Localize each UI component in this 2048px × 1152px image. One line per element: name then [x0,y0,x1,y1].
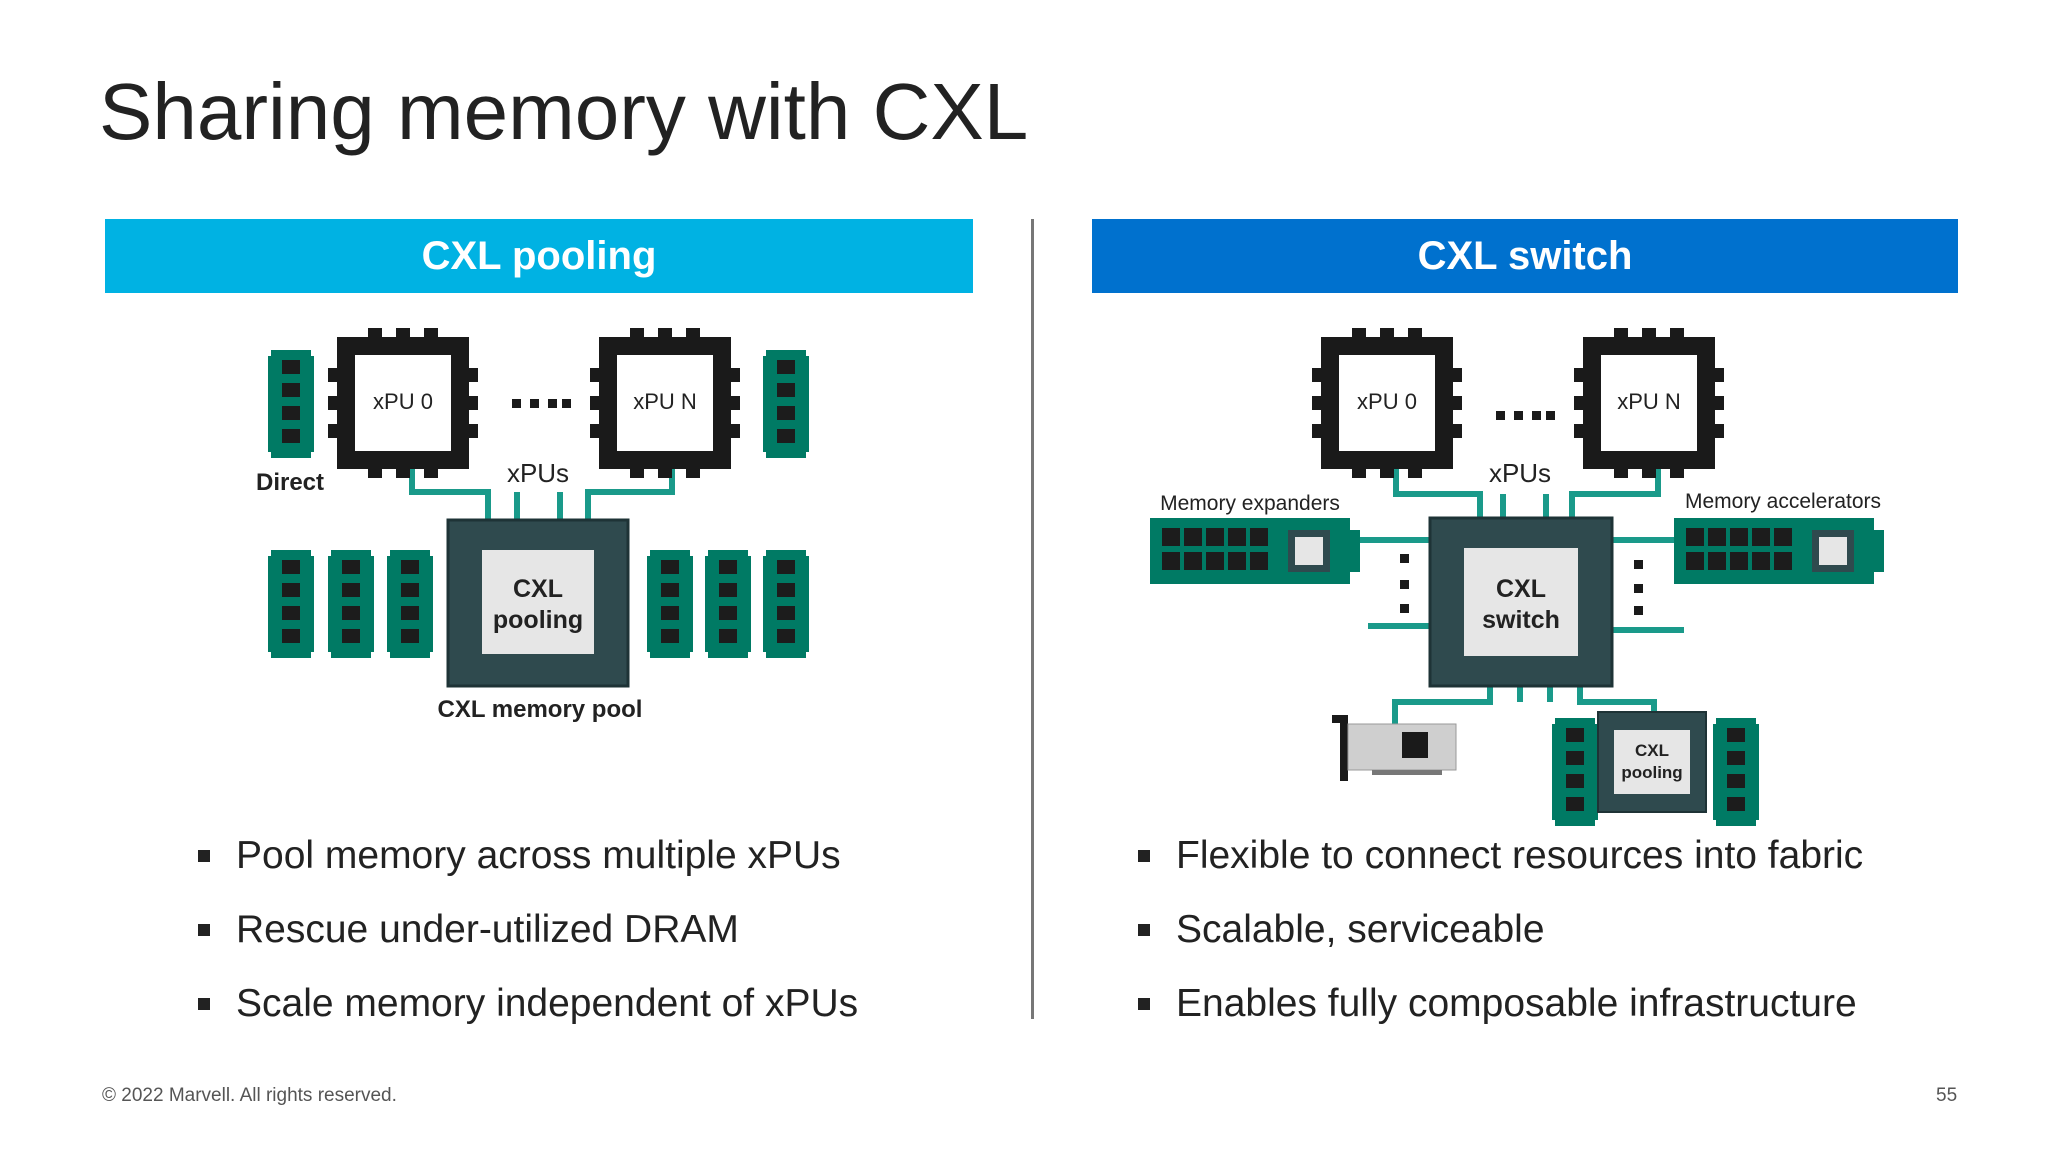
bullet-item: Scalable, serviceable [1138,902,1863,976]
dimm-icon [387,550,433,658]
memory-expander-icon [1150,518,1360,584]
accelerators-label: Memory accelerators [1685,490,1881,513]
dimm-icon [705,550,751,658]
chip-label-line1: CXL [513,575,563,603]
vertical-ellipsis-icon [1634,560,1643,615]
bullet-item: Flexible to connect resources into fabri… [1138,828,1863,902]
dimm-icon [647,550,693,658]
panel-divider [1031,219,1034,1019]
xpu0-label: xPU 0 [1357,389,1417,414]
dimm-icon [268,350,314,458]
dimm-icon [1713,718,1759,826]
right-switch-diagram: xPU 0 xPU N xPUs Memory expanders Memory… [1150,328,1884,826]
cxl-switch-header: CXL switch [1092,219,1958,293]
vertical-ellipsis-icon [1400,554,1409,613]
slide-title: Sharing memory with CXL [99,67,1029,156]
direct-label: Direct [256,469,324,496]
memory-accelerator-icon [1674,518,1884,584]
dimm-icon [763,350,809,458]
xpu0-label: xPU 0 [373,389,433,414]
pcie-card-icon [1332,715,1457,781]
ellipsis-icon [512,399,571,408]
memory-pool-label: CXL memory pool [438,696,643,723]
xpun-label: xPU N [1617,389,1681,414]
chip-die [1464,548,1578,656]
subchip-label-line2: pooling [1621,763,1682,782]
subchip-label-line1: CXL [1635,741,1669,760]
dimm-icon [1552,718,1598,826]
xpus-label: xPUs [507,458,569,488]
bullet-item: Enables fully composable infrastructure [1138,976,1863,1050]
dimm-icon [763,550,809,658]
left-pooling-diagram: xPU 0 xPU N xPUs Direct CXL pooling CXL … [256,328,809,723]
chip-label-line2: pooling [493,606,583,634]
page-number: 55 [1936,1085,1958,1106]
dimm-icon [268,550,314,658]
bullet-item: Scale memory independent of xPUs [198,976,858,1050]
bullet-item: Rescue under-utilized DRAM [198,902,858,976]
chip-die [482,550,594,654]
bullet-item: Pool memory across multiple xPUs [198,828,858,902]
xpus-label: xPUs [1489,458,1551,488]
pooling-bullet-list: Pool memory across multiple xPUs Rescue … [198,828,858,1050]
switch-bullet-list: Flexible to connect resources into fabri… [1138,828,1863,1050]
dimm-icon [328,550,374,658]
expanders-label: Memory expanders [1160,492,1340,515]
cxl-pooling-chip [446,518,630,688]
copyright-footer: © 2022 Marvell. All rights reserved. [102,1085,397,1106]
ellipsis-icon [1496,411,1555,420]
chip-die [1614,730,1690,794]
switch-label-line1: CXL [1496,575,1546,603]
xpun-label: xPU N [633,389,697,414]
cxl-pooling-header: CXL pooling [105,219,973,293]
switch-label-line2: switch [1482,606,1560,634]
